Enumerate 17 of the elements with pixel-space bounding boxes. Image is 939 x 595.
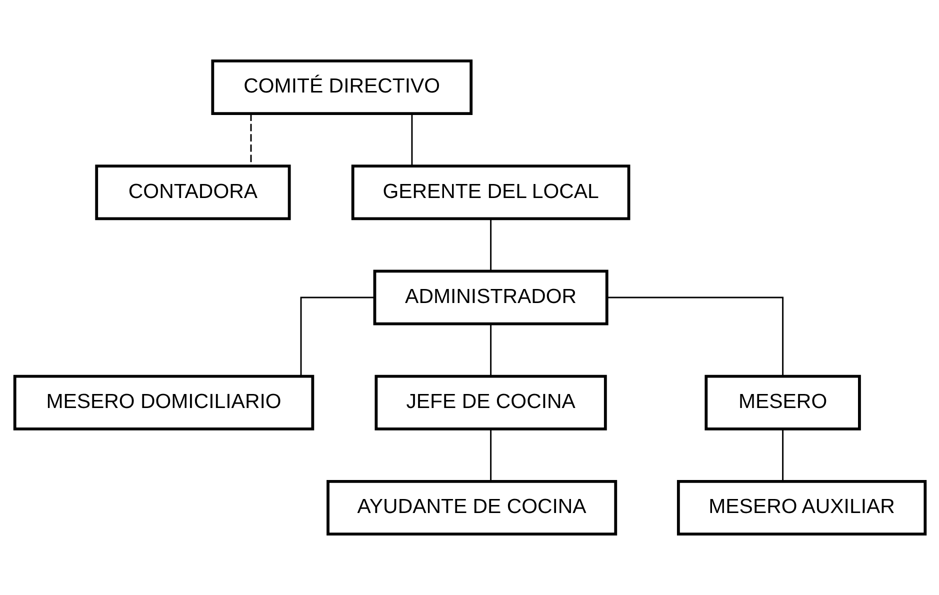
node-box: AYUDANTE DE COCINA [326, 480, 617, 536]
connector [410, 114, 412, 166]
node-box: CONTADORA [94, 164, 290, 220]
node-box: ADMINISTRADOR [372, 270, 608, 326]
node-box: COMITÉ DIRECTIVO [210, 60, 472, 115]
connector [250, 114, 252, 166]
connector [490, 324, 492, 376]
connector [490, 429, 492, 481]
connector [606, 296, 784, 376]
node-box: MESERO AUXILIAR [676, 480, 926, 536]
node-box: MESERO [704, 374, 860, 430]
connector [782, 429, 784, 481]
node-box: MESERO DOMICILIARIO [12, 374, 314, 430]
node-box: GERENTE DEL LOCAL [350, 164, 630, 220]
connector [300, 296, 374, 376]
connector [490, 218, 492, 271]
node-box: JEFE DE COCINA [374, 374, 606, 430]
